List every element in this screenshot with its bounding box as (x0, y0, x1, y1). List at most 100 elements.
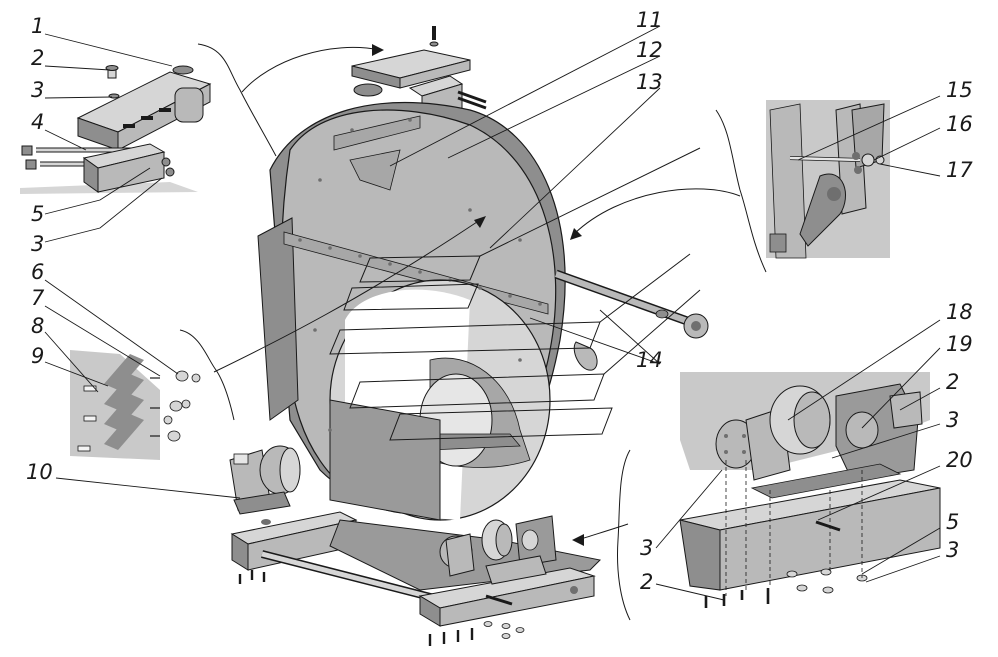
drawing-shape (483, 621, 525, 639)
drawing-shape (179, 329, 235, 421)
callout-label: 8 (31, 314, 45, 338)
drawing-shape (44, 279, 179, 375)
drawing-shape (298, 238, 302, 242)
drawing-shape (399, 59, 471, 89)
drawing-shape (21, 145, 33, 156)
drawing-shape (104, 414, 144, 450)
callout-label: 5 (946, 510, 960, 534)
drawing-shape (445, 533, 475, 577)
callout-label: 13 (636, 70, 663, 94)
drawing-shape (329, 399, 441, 521)
callout-label: 10 (26, 460, 53, 484)
drawing-shape (655, 583, 725, 601)
drawing-shape (44, 33, 173, 67)
drawing-shape (518, 358, 522, 362)
callout-label: 15 (946, 78, 973, 102)
drawing-shape (865, 555, 941, 583)
drawing-shape (822, 586, 834, 594)
drawing-shape (742, 450, 746, 454)
callout-label: 4 (31, 110, 45, 134)
drawing-shape (44, 167, 151, 215)
drawing-shape (163, 415, 173, 425)
drawing-shape (529, 317, 661, 365)
drawing-shape (474, 216, 486, 228)
drawing-shape (861, 347, 941, 429)
drawing-shape (165, 167, 175, 177)
drawing-shape (489, 87, 661, 249)
drawing-shape (159, 108, 171, 112)
drawing-shape (44, 177, 163, 243)
callout-label: 3 (946, 538, 960, 562)
drawing-shape (655, 309, 669, 319)
drawing-shape (447, 55, 661, 159)
drawing-shape (313, 328, 317, 332)
drawing-shape (554, 271, 692, 325)
drawing-shape (679, 519, 721, 591)
drive-motor-unit (229, 445, 301, 525)
drawing-shape (655, 469, 723, 549)
drawing-shape (350, 128, 354, 132)
drawing-shape (742, 434, 746, 438)
drawing-shape (261, 551, 443, 603)
drawing-shape (333, 115, 421, 151)
drawing-shape (617, 449, 631, 621)
callout-label: 17 (946, 158, 973, 182)
drawing-shape (570, 586, 578, 594)
drawing-shape (389, 407, 613, 441)
drawing-shape (104, 394, 144, 430)
drawing-shape (318, 178, 322, 182)
drawing-shape (150, 377, 160, 437)
drawing-shape (479, 147, 701, 257)
callout-label: 11 (636, 8, 663, 32)
drawing-shape (408, 118, 412, 122)
drawing-shape (796, 584, 808, 592)
drawing-shape (724, 434, 746, 454)
leader-lines (44, 25, 941, 601)
drawing-shape (786, 568, 868, 594)
drawing-shape (353, 83, 383, 97)
drawing-shape (715, 109, 767, 273)
callout-label: 20 (946, 448, 973, 472)
drawing-shape (359, 255, 481, 283)
drawing-shape (577, 523, 629, 541)
drawing-shape (501, 623, 511, 629)
drawing-shape (501, 633, 511, 639)
drawing-shape (175, 370, 189, 382)
drawing-shape (820, 568, 832, 576)
drawing-shape (213, 219, 481, 373)
callout-label: 18 (946, 300, 973, 324)
callout-label: 3 (31, 78, 45, 102)
callout-label: 12 (636, 38, 663, 62)
drawing-shape (817, 465, 941, 521)
drawing-shape (508, 294, 512, 298)
drawing-shape (44, 331, 99, 393)
drawing-shape (724, 434, 728, 438)
callout-label: 2 (31, 46, 45, 70)
drawing-shape (257, 217, 299, 421)
drawing-shape (191, 373, 201, 383)
drawing-shape (724, 450, 728, 454)
drawing-shape (518, 238, 522, 242)
tie-rod (554, 269, 709, 371)
drawing-shape (105, 65, 119, 71)
drawing-shape (233, 491, 291, 515)
drawing-shape (161, 157, 171, 167)
drawing-shape (852, 152, 860, 160)
drawing-shape (827, 187, 841, 201)
direction-arrows (213, 46, 741, 541)
drawing-shape (769, 103, 807, 259)
drawing-shape (83, 385, 97, 392)
grouping-braces (179, 43, 767, 621)
drawing-shape (279, 447, 301, 493)
drawing-shape (599, 309, 661, 365)
drawing-shape (389, 25, 661, 167)
drawing-shape (104, 374, 144, 410)
drawing-shape (163, 370, 201, 442)
drawing-shape (599, 253, 691, 323)
callout-label: 3 (640, 536, 654, 560)
callout-label: 1 (31, 14, 45, 38)
drawing-shape (174, 87, 204, 123)
alignment-dashes (725, 460, 863, 596)
